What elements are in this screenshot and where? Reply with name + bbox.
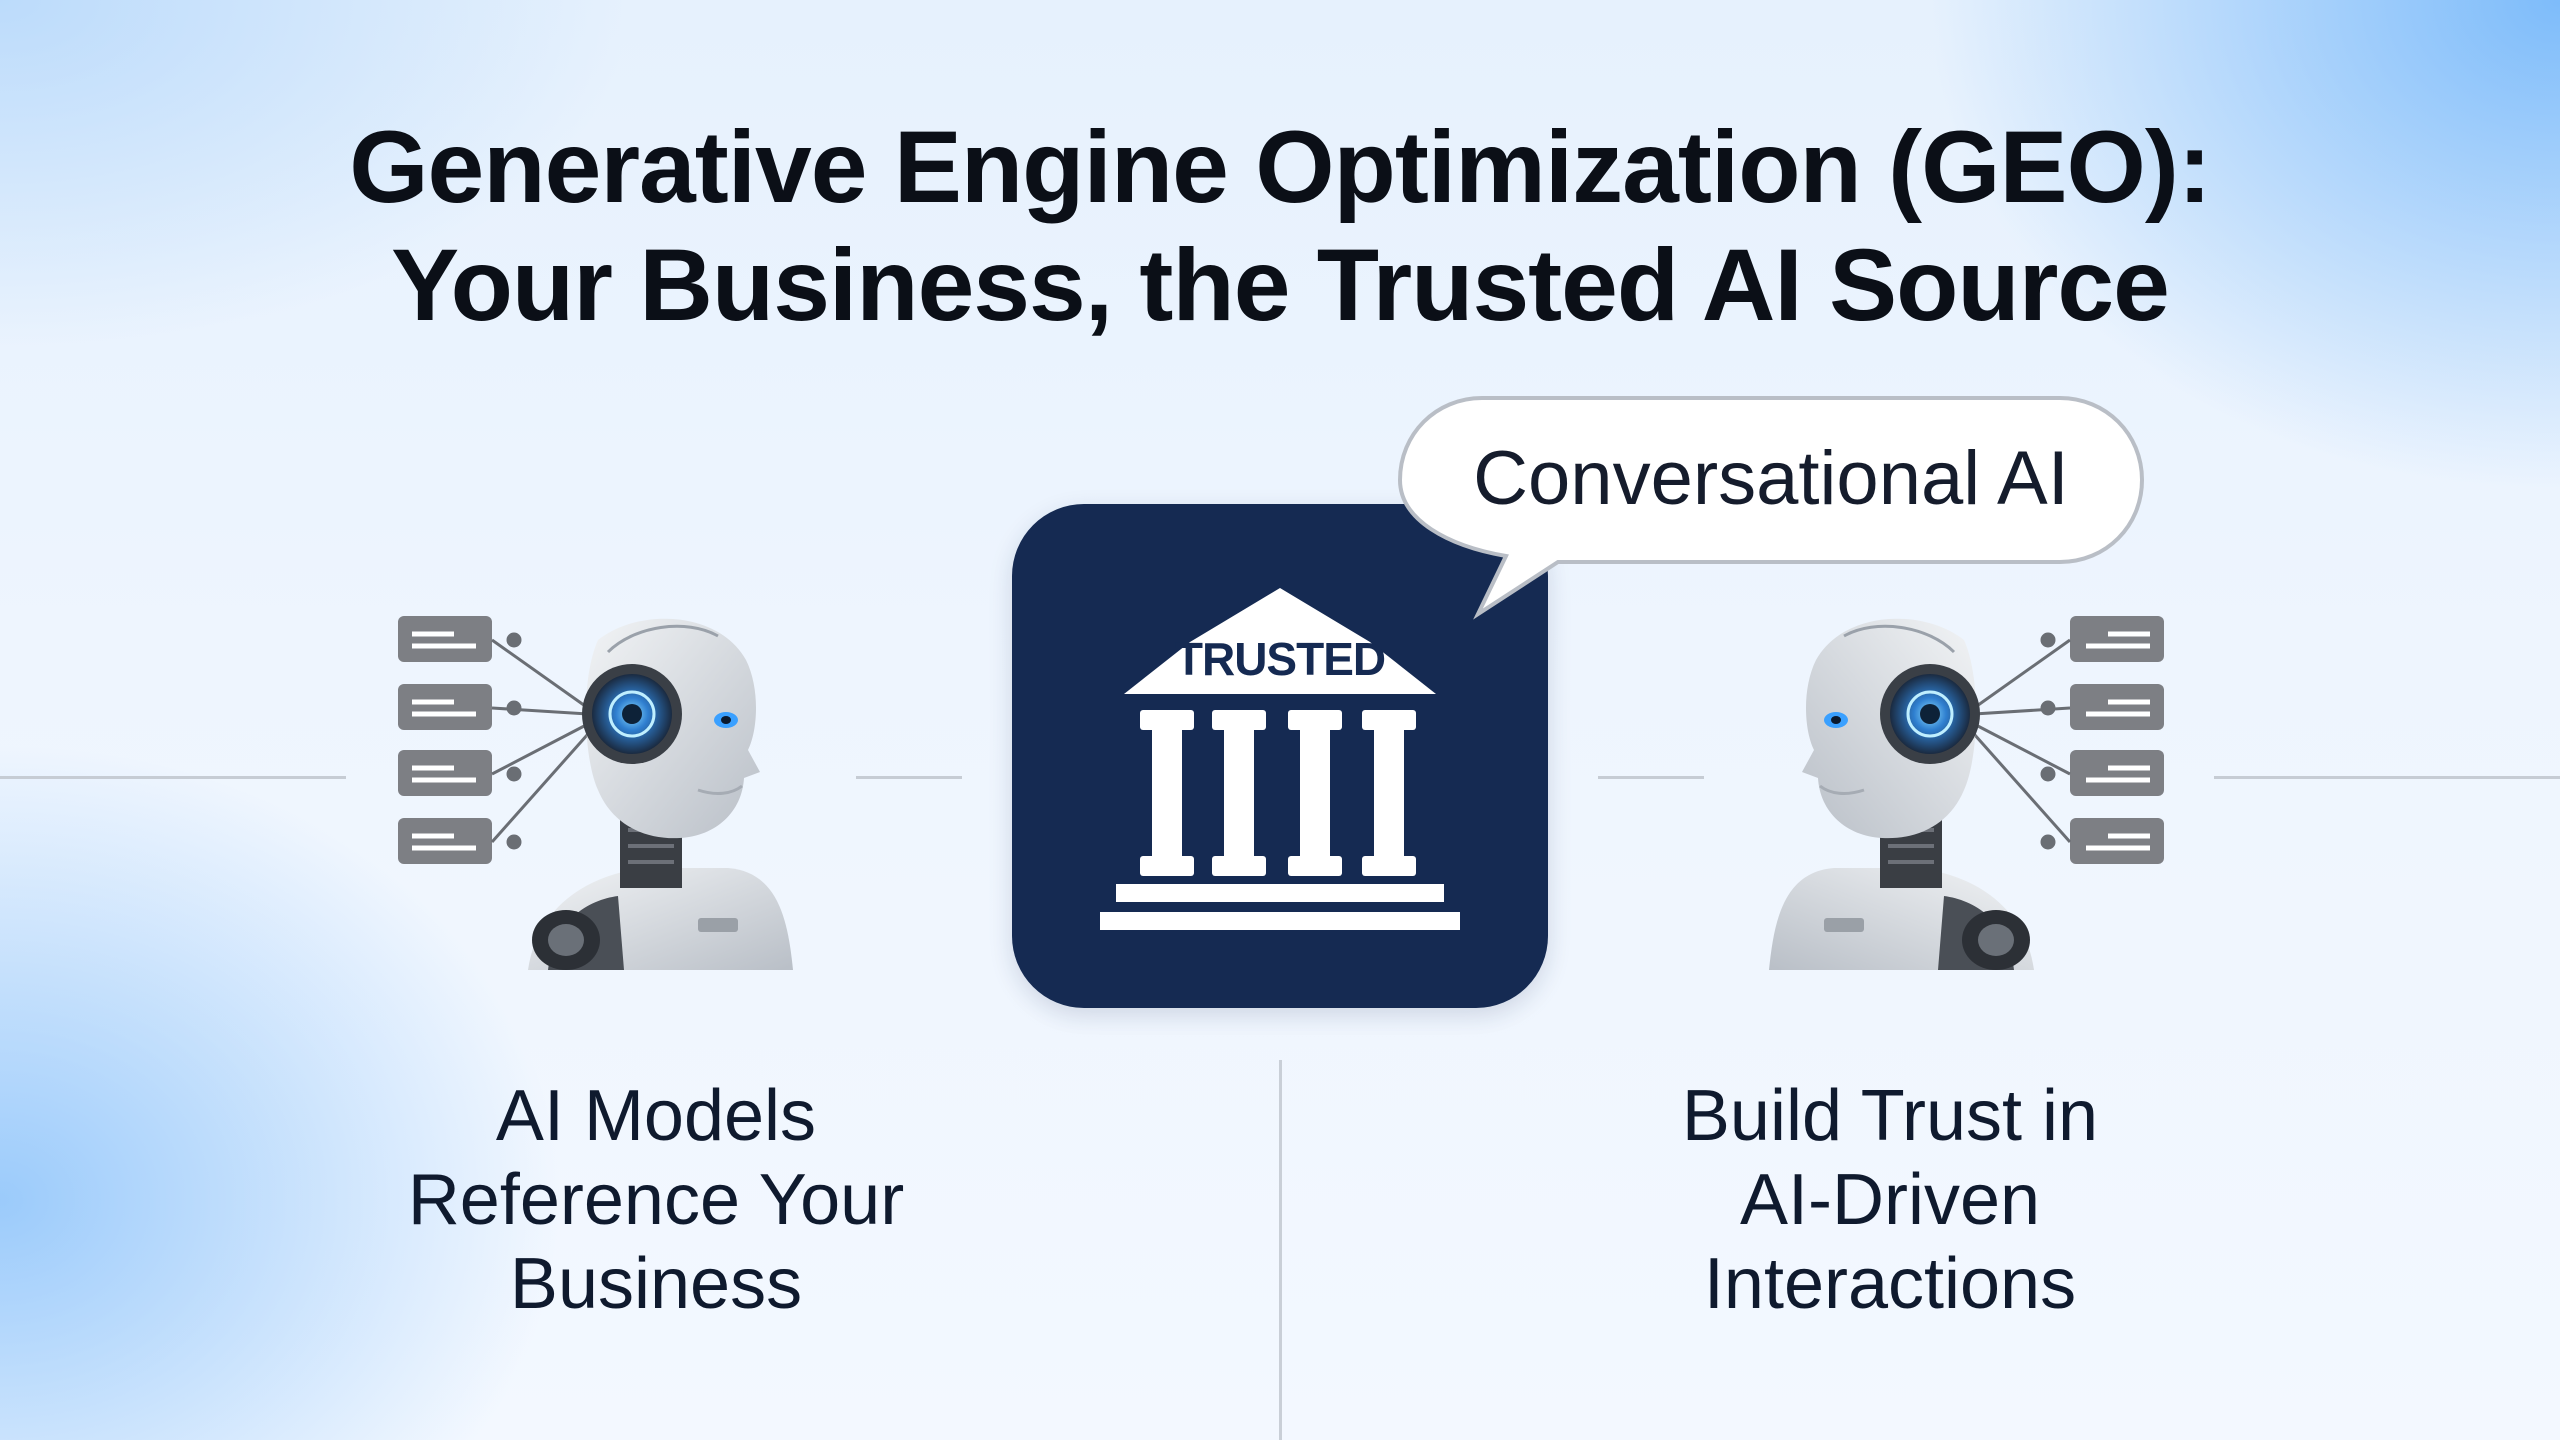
document-list-icon xyxy=(2070,616,2164,864)
divider-right xyxy=(2214,776,2560,779)
trusted-label: TRUSTED xyxy=(1174,633,1386,685)
divider-vertical xyxy=(1279,1060,1282,1440)
right-robot-group xyxy=(1724,600,2164,980)
title-line-2: Your Business, the Trusted AI Source xyxy=(391,228,2170,342)
divider-left-inner xyxy=(856,776,962,779)
speech-bubble-icon xyxy=(1398,396,2144,620)
left-robot-group xyxy=(398,600,838,980)
robot-head-icon xyxy=(1769,616,2164,970)
divider-right-inner xyxy=(1598,776,1704,779)
right-caption: Build Trust in AI-Driven Interactions xyxy=(1540,1074,2240,1326)
left-caption-line-3: Business xyxy=(509,1244,803,1324)
document-list-icon xyxy=(398,616,492,864)
title-line-1: Generative Engine Optimization (GEO): xyxy=(349,110,2212,224)
speech-bubble-text: Conversational AI xyxy=(1473,436,2069,521)
bank-building-icon xyxy=(1100,588,1460,930)
speech-bubble: Conversational AI xyxy=(1398,396,2144,620)
page-title: Generative Engine Optimization (GEO): Yo… xyxy=(0,108,2560,344)
left-caption-line-1: AI Models xyxy=(495,1076,817,1156)
left-caption: AI Models Reference Your Business xyxy=(306,1074,1006,1326)
divider-left xyxy=(0,776,346,779)
trusted-badge: TRUSTED xyxy=(1012,504,1548,1008)
right-caption-line-1: Build Trust in xyxy=(1681,1076,2099,1156)
left-caption-line-2: Reference Your xyxy=(407,1160,905,1240)
robot-head-icon xyxy=(398,616,793,970)
right-caption-line-3: Interactions xyxy=(1703,1244,2077,1324)
right-caption-line-2: AI-Driven xyxy=(1739,1160,2041,1240)
